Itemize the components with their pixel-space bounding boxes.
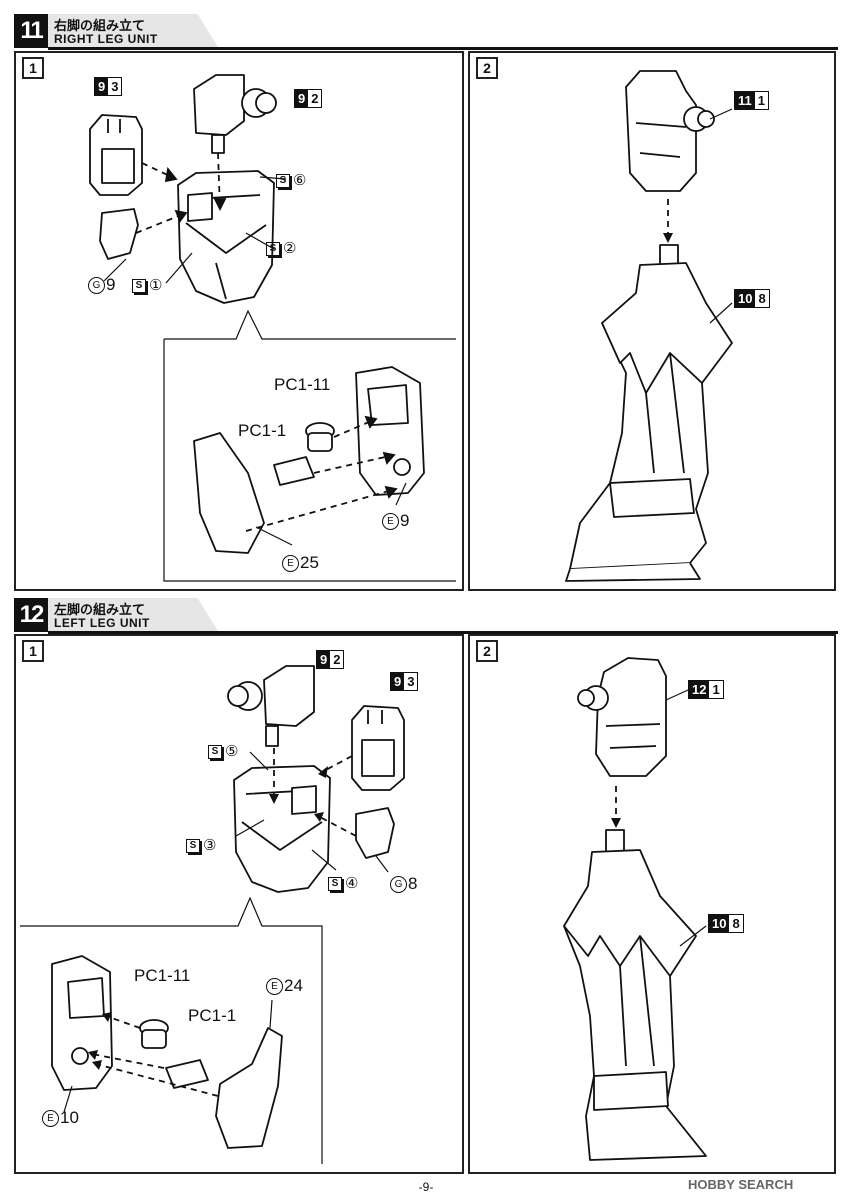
sub-step-number: 2 bbox=[476, 640, 498, 662]
header-tab-shape bbox=[48, 598, 218, 631]
left-leg-step1-drawing bbox=[20, 665, 405, 1164]
right-leg-step2-drawing bbox=[565, 70, 733, 582]
header-rule bbox=[48, 47, 838, 50]
section-title-jp: 右脚の組み立て bbox=[54, 19, 146, 34]
section-title-jp: 左脚の組み立て bbox=[54, 603, 146, 618]
section-title-en: LEFT LEG UNIT bbox=[54, 616, 150, 630]
label-pc1-1: PC1-1 bbox=[188, 1006, 237, 1025]
left-leg-step2-drawing bbox=[563, 657, 707, 1161]
step-number: 11 bbox=[14, 14, 48, 48]
label-pc1-1: PC1-1 bbox=[238, 421, 287, 440]
header-rule bbox=[48, 631, 838, 634]
section-11-header: 11 右脚の組み立て RIGHT LEG UNIT bbox=[14, 14, 838, 50]
step-number: 12 bbox=[14, 598, 48, 632]
sub-step-number: 1 bbox=[22, 640, 44, 662]
sub-step-number: 1 bbox=[22, 57, 44, 79]
label-pc1-11: PC1-11 bbox=[274, 375, 331, 394]
section-12-header: 12 左脚の組み立て LEFT LEG UNIT bbox=[14, 598, 838, 634]
page-number: -9- bbox=[418, 1180, 434, 1194]
watermark-text: HOBBY SEARCH bbox=[688, 1177, 794, 1192]
right-leg-step1-drawing bbox=[89, 74, 456, 582]
sub-step-number: 2 bbox=[476, 57, 498, 79]
section-title-en: RIGHT LEG UNIT bbox=[54, 32, 158, 46]
header-tab-shape bbox=[48, 14, 218, 47]
label-pc1-11: PC1-11 bbox=[134, 966, 191, 985]
